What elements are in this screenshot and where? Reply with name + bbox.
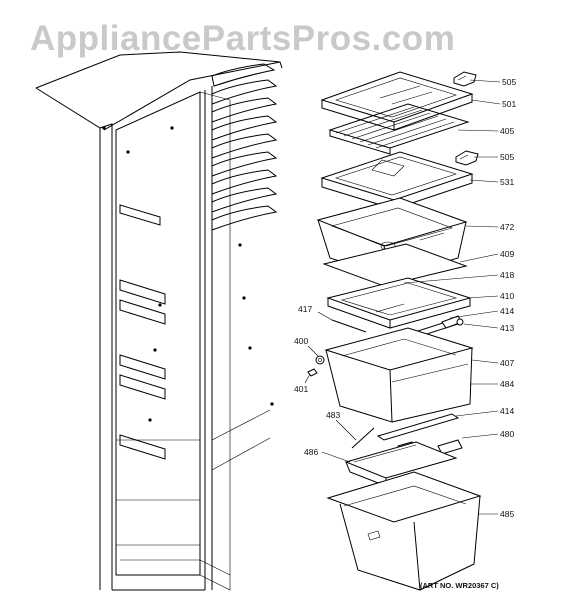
cabinet-shelf-ribs — [211, 63, 278, 231]
cabinet-left-frame — [35, 87, 101, 590]
callout-480: 480 — [500, 429, 514, 439]
callout-483: 483 — [326, 410, 340, 420]
part-417-rod — [331, 319, 367, 333]
callout-413: 413 — [500, 323, 514, 333]
wall-shelf-supports — [119, 204, 166, 460]
art-number: (ART NO. WR20367 C) — [420, 581, 499, 590]
callout-486: 486 — [304, 447, 318, 457]
callout-472: 472 — [500, 222, 514, 232]
callout-401: 401 — [294, 384, 308, 394]
callout-484: 484 — [500, 379, 514, 389]
part-485-pan — [326, 471, 482, 591]
liner-left-wall — [115, 130, 200, 576]
callout-405: 405 — [500, 126, 514, 136]
part-409-glass — [322, 243, 468, 287]
callout-417: 417 — [298, 304, 312, 314]
callout-505: 505 — [502, 77, 516, 87]
callout-409: 409 — [500, 249, 514, 259]
part-407-crisper-drawer — [324, 327, 474, 423]
callout-505-lower: 505 — [500, 152, 514, 162]
part-400-401-fasteners — [307, 355, 325, 377]
part-505-cap-top — [453, 71, 477, 87]
part-486-frame — [344, 441, 458, 487]
part-405-shelf-insert — [328, 103, 470, 155]
callout-407: 407 — [500, 358, 514, 368]
cabinet-front-face — [99, 123, 113, 590]
part-501-shelf-frame — [320, 71, 474, 131]
watermark-text: AppliancePartsPros.com — [30, 19, 455, 58]
callout-414: 414 — [500, 306, 514, 316]
liner-back-wall — [115, 91, 201, 575]
callout-labels: 505 501 405 505 531 472 409 418 410 417 … — [294, 77, 516, 519]
callout-400: 400 — [294, 336, 308, 346]
leader-lines — [304, 79, 501, 515]
callout-414-lower: 414 — [500, 406, 514, 416]
callout-485: 485 — [500, 509, 514, 519]
cabinet-top-edge — [103, 61, 283, 131]
callout-501: 501 — [502, 99, 516, 109]
cabinet-top-back — [35, 51, 281, 89]
fresh-food-cabinet — [35, 51, 283, 591]
part-483-rod — [351, 427, 375, 449]
cabinet-screw-holes — [102, 126, 274, 422]
part-505-cap-lower — [455, 150, 479, 166]
callout-418: 418 — [500, 270, 514, 280]
callout-531: 531 — [500, 177, 514, 187]
callout-410: 410 — [500, 291, 514, 301]
